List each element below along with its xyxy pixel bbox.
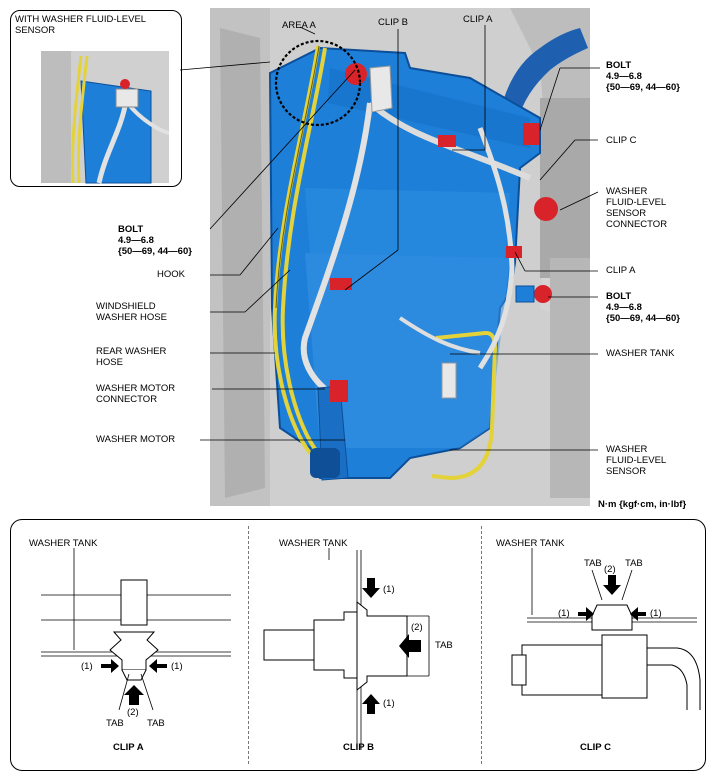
arrow-1-label: (1) <box>558 608 570 619</box>
arrow-1-label: (1) <box>383 698 395 709</box>
arrow-2-label: (2) <box>127 707 139 718</box>
tank-label: WASHER TANK <box>279 538 348 549</box>
divider <box>481 526 482 764</box>
arrow-1-label: (1) <box>383 584 395 595</box>
motor-connector-label: WASHER MOTOR CONNECTOR <box>96 383 176 405</box>
windshield-hose-label: WINDSHIELD WASHER HOSE <box>96 301 167 323</box>
arrow-1-label: (1) <box>650 608 662 619</box>
clip-b-detail: WASHER TANK (1) (1) (2) TAB CLIP B <box>249 520 481 770</box>
washer-motor-label: WASHER MOTOR <box>96 434 176 445</box>
clip-a-title: CLIP A <box>113 742 144 753</box>
tab-label: TAB <box>625 558 643 569</box>
arrow-2-label: (2) <box>411 622 423 633</box>
fluid-level-sensor-label: WASHER FLUID-LEVEL SENSOR <box>606 444 667 477</box>
inset-photo <box>41 51 170 184</box>
tab-label: TAB <box>106 718 124 729</box>
sensor-connector-label: WASHER FLUID-LEVEL SENSOR CONNECTOR <box>606 186 668 230</box>
clip-detail-panel: WASHER TANK (1) (1) (2) TAB TAB CLIP A W… <box>10 519 706 771</box>
washer-tank-photo <box>210 8 590 506</box>
area-a-label: AREA A <box>282 20 316 31</box>
inset-title: WITH WASHER FLUID-LEVEL SENSOR <box>15 14 147 36</box>
clip-c-label: CLIP C <box>606 135 637 146</box>
clip-c-detail: WASHER TANK TAB TAB (2) (1) (1) CLIP C <box>482 520 705 770</box>
clip-c-title: CLIP C <box>580 742 611 753</box>
bolt-top-right-label: BOLT 4.9—6.8 {50—69, 44—60} <box>606 60 680 93</box>
hook-label: HOOK <box>157 269 185 280</box>
washer-tank-label: WASHER TANK <box>606 348 675 359</box>
tab-label: TAB <box>147 718 165 729</box>
clip-a-right-label: CLIP A <box>606 265 636 276</box>
arrow-2-label: (2) <box>604 564 616 575</box>
clip-a-detail: WASHER TANK (1) (1) (2) TAB TAB CLIP A <box>11 520 248 770</box>
inset-sensor-view: WITH WASHER FLUID-LEVEL SENSOR <box>10 10 182 187</box>
rear-hose-label: REAR WASHER HOSE <box>96 346 167 368</box>
arrow-1-label: (1) <box>171 661 183 672</box>
torque-unit-label: N·m {kgf·cm, in·lbf} <box>598 499 687 510</box>
tank-label: WASHER TANK <box>496 538 565 549</box>
bolt-right-label: BOLT 4.9—6.8 {50—69, 44—60} <box>606 291 680 324</box>
clip-b-title: CLIP B <box>343 742 374 753</box>
clip-b-label: CLIP B <box>378 17 408 28</box>
clip-a-top-label: CLIP A <box>463 14 493 25</box>
bolt-left-label: BOLT 4.9—6.8 {50—69, 44—60} <box>118 224 192 257</box>
arrow-1-label: (1) <box>81 661 93 672</box>
tab-label: TAB <box>435 640 453 651</box>
divider <box>248 526 249 764</box>
tank-label: WASHER TANK <box>29 538 98 549</box>
tab-label: TAB <box>584 558 602 569</box>
